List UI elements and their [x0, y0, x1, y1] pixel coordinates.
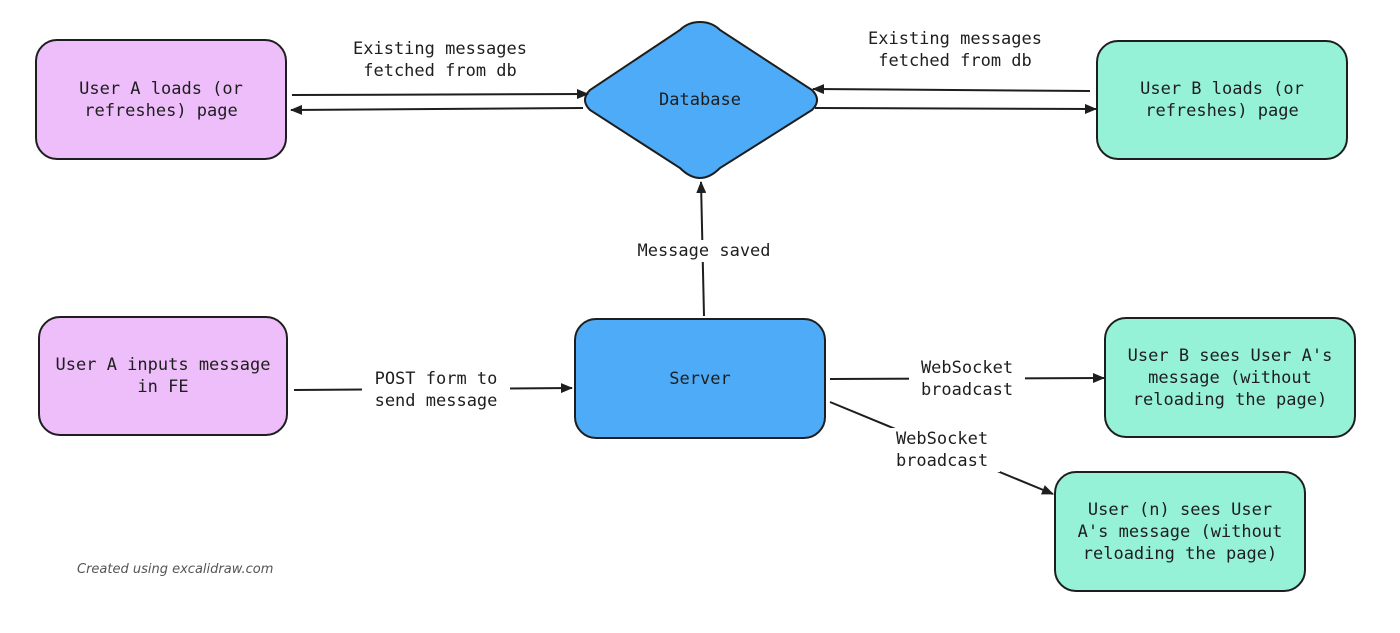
label-websocket-n: WebSocket broadcast [884, 428, 1000, 472]
label-existing-left: Existing messages fetched from db [340, 38, 540, 82]
label-post-form: POST form to send message [362, 368, 510, 412]
node-server: Server [574, 318, 826, 439]
arrow-db-to-user-b [814, 103, 1097, 114]
label-existing-right: Existing messages fetched from db [855, 28, 1055, 72]
label-websocket-b: WebSocket broadcast [909, 357, 1025, 401]
arrow-user-b-to-db [812, 84, 1091, 95]
label-message-saved: Message saved [626, 240, 782, 262]
node-user-n-sees: User (n) sees User A's message (without … [1054, 471, 1306, 592]
node-user-a-loads: User A loads (or refreshes) page [35, 39, 287, 160]
arrow-user-a-to-db [291, 89, 589, 100]
node-user-b-sees: User B sees User A's message (without re… [1104, 317, 1356, 438]
arrow-db-to-user-a [290, 104, 584, 115]
footer-credit: Created using excalidraw.com [77, 562, 274, 577]
node-database-label: Database [659, 90, 741, 110]
node-user-a-inputs: User A inputs message in FE [38, 316, 288, 436]
node-user-b-loads: User B loads (or refreshes) page [1096, 40, 1348, 160]
database-diamond [584, 20, 818, 180]
